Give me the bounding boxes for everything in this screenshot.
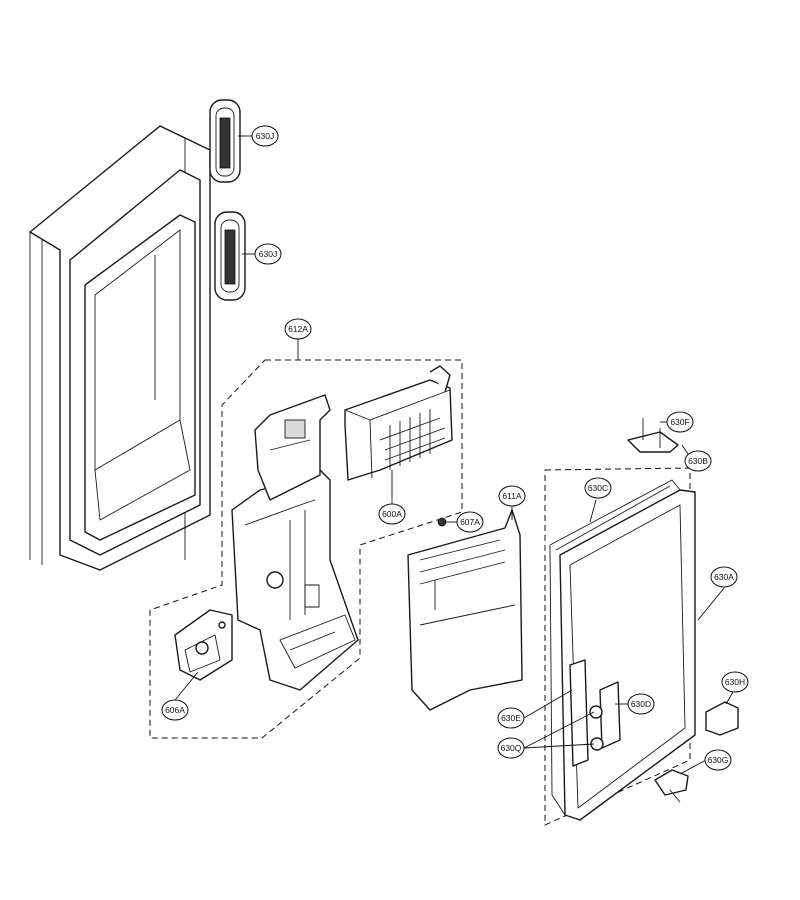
- callout-label: 630D: [631, 699, 651, 709]
- callout-label: 630E: [501, 713, 521, 723]
- callout-ellipse: [497, 707, 525, 729]
- callout-ellipse: [710, 566, 738, 588]
- callout-ellipse: [627, 693, 655, 715]
- callout-label: 600A: [382, 509, 402, 519]
- callout-630h: 630H: [721, 671, 749, 693]
- callout-630j: 630J: [254, 243, 282, 265]
- callout-label: 630F: [670, 417, 689, 427]
- callout-612a: 612A: [284, 318, 312, 340]
- gasket-630C: [555, 485, 671, 551]
- hinge-630F: [627, 418, 679, 453]
- callout-630f: 630F: [666, 411, 694, 433]
- callout-label: 630A: [714, 572, 734, 582]
- callout-label: 630Q: [501, 743, 522, 753]
- callout-label: 630J: [259, 249, 277, 259]
- cover-611A: [407, 509, 523, 711]
- callout-ellipse: [704, 749, 732, 771]
- part-630J-lower: [214, 211, 246, 301]
- refrigerator-door: [29, 125, 211, 571]
- part-630H: [705, 701, 739, 736]
- callout-630g: 630G: [704, 749, 732, 771]
- part-630J-upper: [209, 99, 241, 183]
- callouts: 630J 630J 612A 600A 607A 611A 606A 630F 630B 630C…: [161, 125, 749, 771]
- callout-ellipse: [721, 671, 749, 693]
- assembly-outline-630B: [544, 467, 691, 826]
- hinge-630E: [569, 659, 589, 767]
- callout-630q: 630Q: [497, 737, 525, 759]
- callout-label: 630B: [688, 456, 708, 466]
- callout-ellipse: [456, 511, 484, 533]
- callout-600a: 600A: [378, 503, 406, 525]
- callout-630c: 630C: [584, 477, 612, 499]
- callout-label: 611A: [502, 491, 522, 501]
- callout-label: 630G: [708, 755, 729, 765]
- callout-611a: 611A: [498, 485, 526, 507]
- callout-ellipse: [378, 503, 406, 525]
- callout-ellipse: [161, 699, 189, 721]
- callout-ellipse: [284, 318, 312, 340]
- assembly-outline-612A: [149, 359, 463, 739]
- icemaker-600A: [344, 365, 453, 481]
- callout-label: 607A: [460, 517, 480, 527]
- callout-ellipse: [498, 485, 526, 507]
- callout-label: 630C: [588, 483, 608, 493]
- callout-630d: 630D: [627, 693, 655, 715]
- callout-607a: 607A: [456, 511, 484, 533]
- callout-ellipse: [584, 477, 612, 499]
- callout-label: 630H: [725, 677, 745, 687]
- callout-label: 612A: [288, 324, 308, 334]
- callout-ellipse: [666, 411, 694, 433]
- leader-lines: [174, 135, 734, 775]
- callout-630j: 630J: [251, 125, 279, 147]
- screw-607A: [437, 517, 455, 527]
- callout-ellipse: [254, 243, 282, 265]
- callout-ellipse: [251, 125, 279, 147]
- door-panel-630A: [549, 479, 696, 821]
- callout-630b: 630B: [684, 450, 712, 472]
- dispenser-housing: [231, 394, 359, 691]
- callout-630a: 630A: [710, 566, 738, 588]
- bracket-606A: [174, 609, 233, 681]
- callout-630e: 630E: [497, 707, 525, 729]
- hinge-630D: [589, 681, 621, 751]
- part-630G: [654, 769, 689, 803]
- callout-label: 630J: [256, 131, 274, 141]
- callout-606a: 606A: [161, 699, 189, 721]
- callout-ellipse: [497, 737, 525, 759]
- callout-label: 606A: [165, 705, 185, 715]
- callout-ellipse: [684, 450, 712, 472]
